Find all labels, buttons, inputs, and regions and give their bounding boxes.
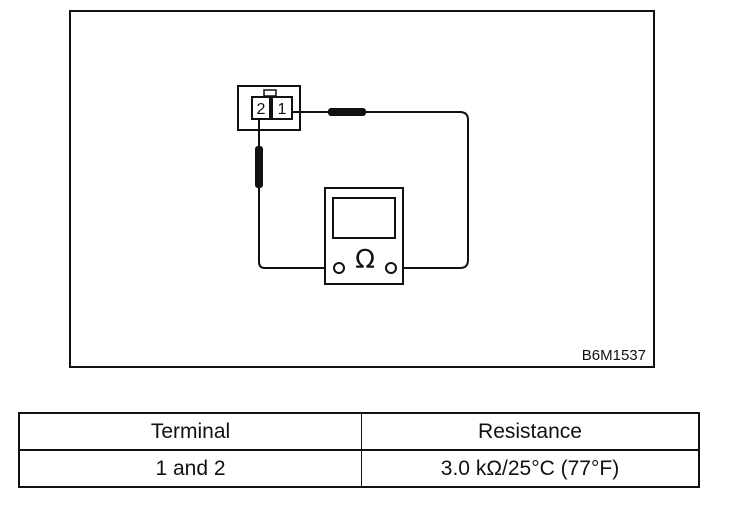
connector-pin-1-label: 1 (278, 101, 287, 118)
connector-pin-1 (271, 96, 293, 120)
connector-pin-2-label: 2 (257, 101, 266, 118)
table-header-row: Terminal Resistance (18, 412, 700, 451)
header-terminal: Terminal (18, 412, 362, 451)
ohm-symbol: Ω (355, 245, 375, 275)
meter-terminal-right (385, 262, 397, 274)
cell-terminal: 1 and 2 (18, 449, 362, 488)
meter-terminal-left (333, 262, 345, 274)
ohmmeter-icon: Ω (324, 187, 404, 285)
figure-code: B6M1537 (582, 347, 646, 364)
connector-pin-2 (251, 96, 271, 120)
probe-2 (255, 146, 263, 188)
test-lead-terminal-1 (292, 108, 469, 269)
header-resistance: Resistance (361, 412, 700, 451)
connector-ohmmeter-diagram: 2 1 Ω B6M1537 (69, 10, 655, 368)
resistance-spec-table: Terminal Resistance 1 and 2 3.0 kΩ/25°C … (18, 412, 700, 488)
test-lead-terminal-2 (255, 119, 333, 269)
probe-1 (328, 108, 366, 116)
cell-resistance: 3.0 kΩ/25°C (77°F) (361, 449, 700, 488)
connector: 2 1 (237, 85, 301, 131)
table-row: 1 and 2 3.0 kΩ/25°C (77°F) (18, 449, 700, 488)
diagram-frame (69, 10, 655, 368)
meter-display (332, 197, 396, 239)
